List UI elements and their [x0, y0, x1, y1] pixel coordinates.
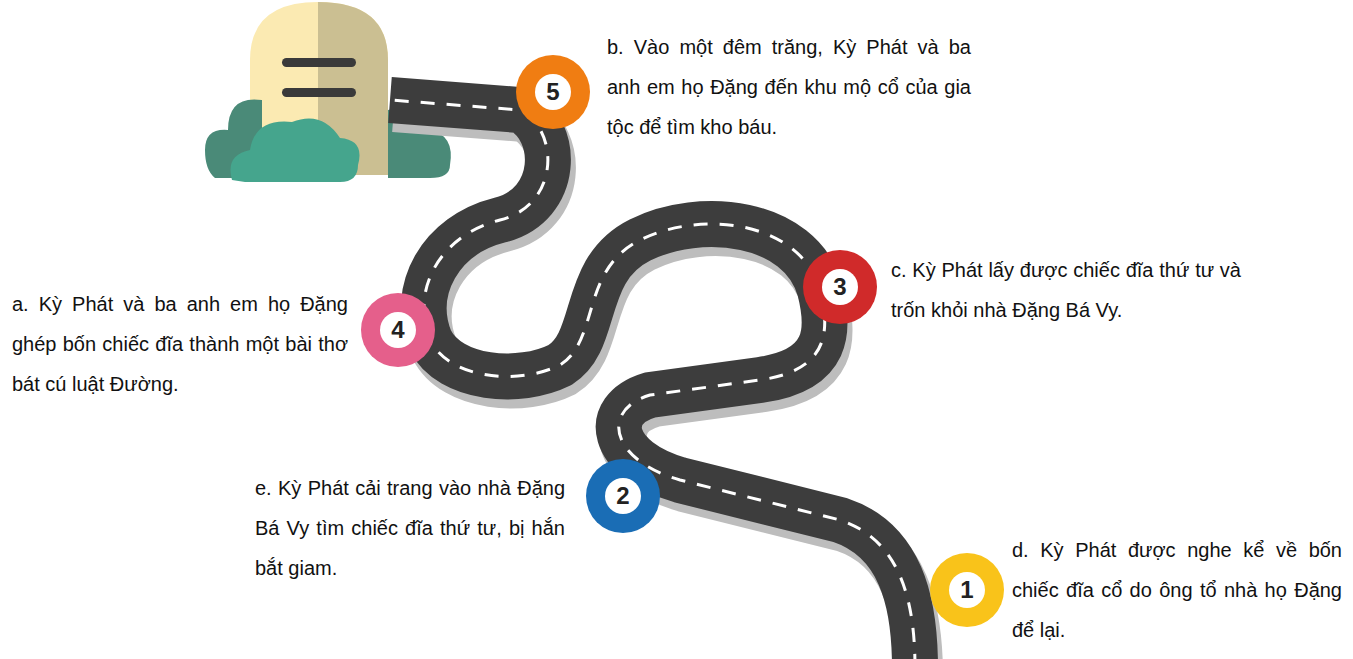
circle-outer	[803, 250, 877, 324]
circle-outer	[516, 55, 590, 129]
step-text: b. Vào một đêm trăng, Kỳ Phát và ba anh …	[607, 27, 971, 147]
step-text: e. Kỳ Phát cải trang vào nhà Đặng Bá Vy …	[255, 468, 565, 588]
step-text: a. Kỳ Phát và ba anh em họ Đặng ghép bốn…	[12, 284, 348, 404]
step-circle: 3	[802, 249, 878, 325]
callout-number: 2	[585, 458, 661, 534]
tomb-line	[282, 58, 356, 67]
bush-front	[230, 118, 359, 182]
callout-number: 4	[360, 292, 436, 368]
road-surface	[390, 100, 915, 659]
callout-number: 3	[802, 249, 878, 325]
tomb-line	[282, 88, 356, 97]
road	[390, 100, 919, 659]
circle-outer	[361, 293, 435, 367]
circle-outer	[930, 553, 1004, 627]
callout-number: 1	[929, 552, 1005, 628]
road-dashes	[390, 100, 915, 659]
step-circle: 4	[360, 292, 436, 368]
step-text: c. Kỳ Phát lấy được chiếc đĩa thứ tư và …	[891, 250, 1241, 330]
step-text: d. Kỳ Phát được nghe kể về bốn chiếc đĩa…	[1012, 530, 1342, 650]
callout-number: 5	[515, 54, 591, 130]
circle-outer	[586, 459, 660, 533]
step-circle: 1	[929, 552, 1005, 628]
step-circle: 2	[585, 458, 661, 534]
step-circle: 5	[515, 54, 591, 130]
